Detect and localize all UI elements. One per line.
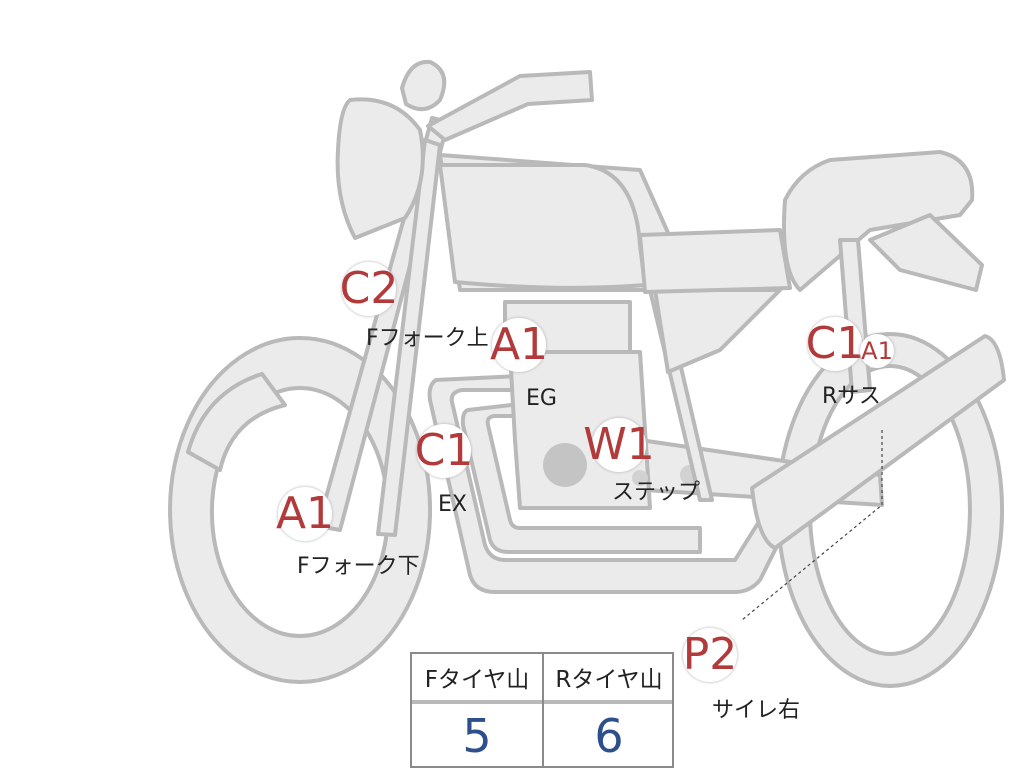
marker-label: Fフォーク下 [297,554,420,579]
front-fork [316,116,450,537]
marker-code: A1 [489,319,549,370]
seat [638,150,984,294]
marker-a1-rear-suspension: A1 [860,334,894,368]
tire-tread-table: Fタイヤ山 Rタイヤ山 5 6 [410,652,674,768]
front-tire-value: 5 [462,709,492,763]
marker-label: サイレ右 [712,698,801,723]
marker-code: W1 [583,419,655,470]
exhaust-pipes [427,374,782,594]
marker-p2-silencer-right: P2 [683,628,737,682]
marker-label: Rサス [822,384,881,409]
handlebar [426,70,594,142]
rear-tire-header: Rタイヤ山 [555,667,663,693]
table-divider [542,654,544,766]
marker-code: P2 [682,629,738,680]
rear-wheel [776,332,1005,688]
muffler [750,334,1006,550]
marker-w1-step: W1 [583,418,655,472]
marker-label: EG [526,386,557,411]
marker-label: Fフォーク上 [366,326,489,351]
silencer-leader-line [741,430,883,621]
marker-c1-exhaust: C1 [414,424,474,478]
rear-tire-value: 6 [594,709,624,763]
fuel-tank [438,163,647,290]
front-tire-header: Fタイヤ山 [424,667,530,693]
marker-code: C1 [805,318,865,369]
marker-c1-rear-suspension: C1 [805,317,865,371]
marker-label: ステップ [612,480,701,505]
side-cover [653,288,782,374]
headlight [335,97,425,240]
marker-c2-fork-upper: C2 [339,262,399,316]
mirror [400,59,447,112]
marker-a1-fork-lower: A1 [275,487,335,541]
marker-code: A1 [275,488,335,539]
marker-code: C2 [339,263,399,314]
marker-code: A1 [861,337,893,365]
marker-label: EX [438,492,467,517]
marker-code: C1 [414,425,474,476]
marker-a1-engine: A1 [489,318,549,372]
